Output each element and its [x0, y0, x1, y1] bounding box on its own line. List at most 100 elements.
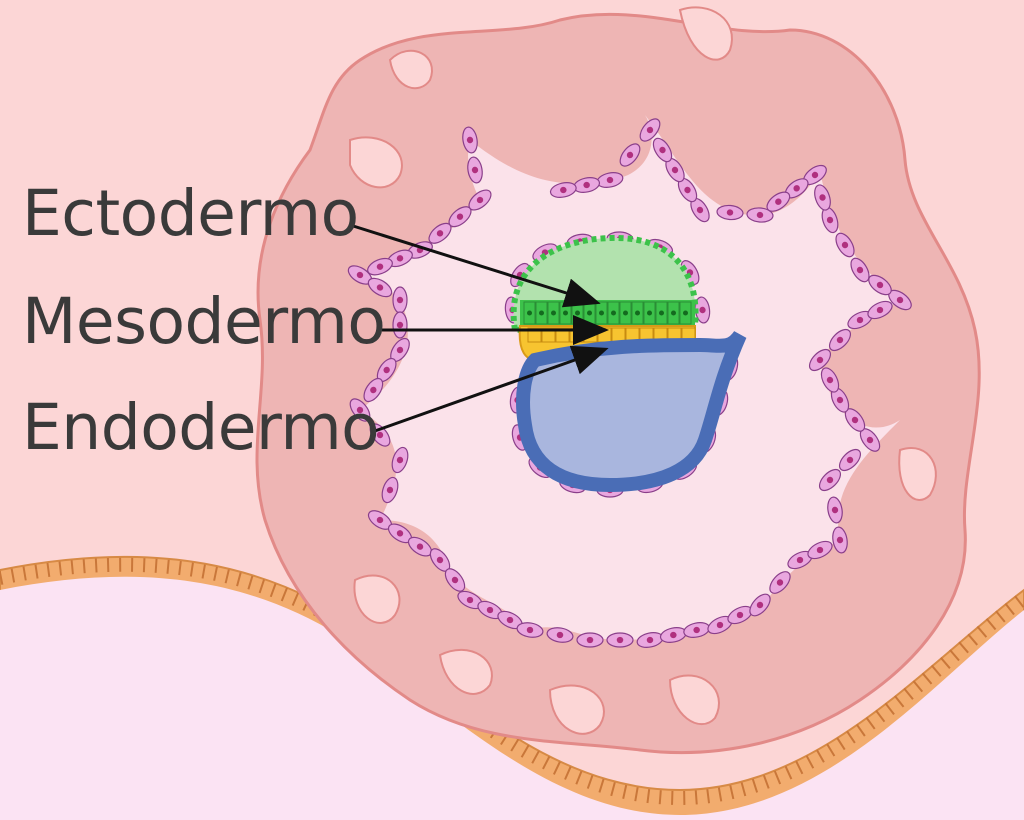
cell-nucleus: [456, 213, 464, 220]
cell-nucleus: [693, 626, 700, 634]
cell-nucleus: [816, 546, 824, 554]
cell-nucleus: [866, 436, 874, 444]
cell-nucleus: [586, 636, 594, 644]
cell-nucleus: [811, 171, 819, 179]
cell-nucleus: [396, 255, 404, 262]
cell-nucleus: [756, 211, 764, 219]
cell-nucleus: [796, 556, 804, 564]
cell-nucleus: [670, 631, 677, 639]
cell-nucleus: [606, 176, 614, 184]
ectoderm-cell-nucleus: [623, 310, 628, 316]
cell-nucleus: [684, 186, 691, 194]
cell-nucleus: [486, 606, 494, 614]
gland: [678, 6, 733, 61]
cell-nucleus: [671, 166, 679, 174]
cell-nucleus: [826, 216, 834, 224]
ectoderm-cell-nucleus: [527, 310, 532, 316]
ectoderm-cell-nucleus: [575, 310, 580, 316]
uterine-cavity: [0, 576, 1024, 820]
ectoderm-cell-nucleus: [683, 310, 688, 316]
cell-nucleus: [776, 579, 784, 586]
cell-nucleus: [836, 336, 844, 344]
cell-nucleus: [556, 631, 564, 639]
cell-nucleus: [736, 611, 744, 619]
cell-nucleus: [396, 530, 404, 537]
cell-nucleus: [370, 386, 377, 394]
cell-nucleus: [383, 366, 390, 374]
cell-nucleus: [696, 206, 704, 214]
cell-nucleus: [466, 136, 474, 144]
cell-nucleus: [396, 296, 404, 304]
ectoderm-cell-nucleus: [635, 310, 640, 316]
cell-nucleus: [436, 230, 444, 237]
cell-nucleus: [851, 416, 859, 424]
cell-nucleus: [451, 576, 459, 584]
gland: [388, 49, 433, 90]
gland: [438, 648, 493, 695]
cell-nucleus: [646, 636, 654, 644]
ectoderm-cell-nucleus: [611, 310, 616, 316]
ectoderm-cell-nucleus: [671, 310, 676, 316]
cell-nucleus: [396, 346, 404, 354]
cell-nucleus: [476, 196, 484, 204]
endoderm-arrow: [371, 345, 609, 434]
cell-nucleus: [793, 185, 800, 192]
cell-nucleus: [356, 406, 364, 414]
cell-nucleus: [526, 626, 534, 634]
ectoderm-cell-nucleus: [539, 310, 544, 316]
cell-nucleus: [376, 284, 384, 291]
cell-nucleus: [626, 151, 634, 159]
cell-nucleus: [826, 476, 834, 484]
ectoderm-cell-nucleus: [659, 310, 664, 316]
ectoderm-arrow: [349, 223, 601, 308]
cell-nucleus: [646, 126, 654, 134]
cell-nucleus: [560, 186, 567, 194]
cell-nucleus: [826, 376, 834, 384]
cell-nucleus: [466, 596, 474, 604]
cell-nucleus: [386, 486, 394, 494]
cell-nucleus: [876, 281, 884, 289]
cell-nucleus: [856, 266, 864, 274]
cell-nucleus: [831, 506, 839, 514]
ectoderm-cell-nucleus: [647, 310, 652, 316]
cell-nucleus: [376, 431, 384, 439]
ectoderm-cell-nucleus: [599, 310, 604, 316]
cell-nucleus: [659, 146, 666, 154]
cell-nucleus: [716, 621, 724, 629]
cell-nucleus: [846, 456, 854, 464]
endoderm-label: Endodermo: [22, 391, 380, 464]
gland: [548, 684, 605, 735]
gland: [898, 447, 937, 501]
cell-nucleus: [471, 166, 479, 174]
cell-nucleus: [506, 616, 514, 624]
cell-nucleus: [819, 194, 826, 201]
mesoderm-label: Mesodermo: [22, 285, 386, 358]
cell-nucleus: [896, 296, 904, 304]
cell-nucleus: [436, 556, 444, 564]
cell-nucleus: [856, 316, 864, 324]
cell-nucleus: [699, 306, 706, 314]
ectoderm-cells: [523, 301, 692, 325]
gland: [668, 674, 720, 725]
ectoderm-cell-nucleus: [551, 310, 556, 316]
cell-nucleus: [775, 198, 782, 205]
cell-nucleus: [416, 543, 424, 550]
ectoderm-label: Ectodermo: [22, 177, 359, 250]
gland: [349, 136, 403, 189]
cell-nucleus: [836, 536, 844, 544]
cell-nucleus: [726, 209, 734, 216]
cell-nucleus: [396, 321, 404, 329]
cell-nucleus: [376, 263, 384, 270]
cell-nucleus: [836, 396, 844, 404]
cell-nucleus: [876, 306, 884, 314]
cell-nucleus: [616, 636, 624, 644]
cell-nucleus: [841, 241, 849, 249]
cell-nucleus: [756, 601, 764, 609]
cell-nucleus: [396, 456, 404, 464]
ectoderm-cell-nucleus: [587, 310, 592, 316]
cell-nucleus: [816, 356, 824, 364]
gland: [353, 574, 401, 624]
cell-nucleus: [583, 181, 590, 189]
